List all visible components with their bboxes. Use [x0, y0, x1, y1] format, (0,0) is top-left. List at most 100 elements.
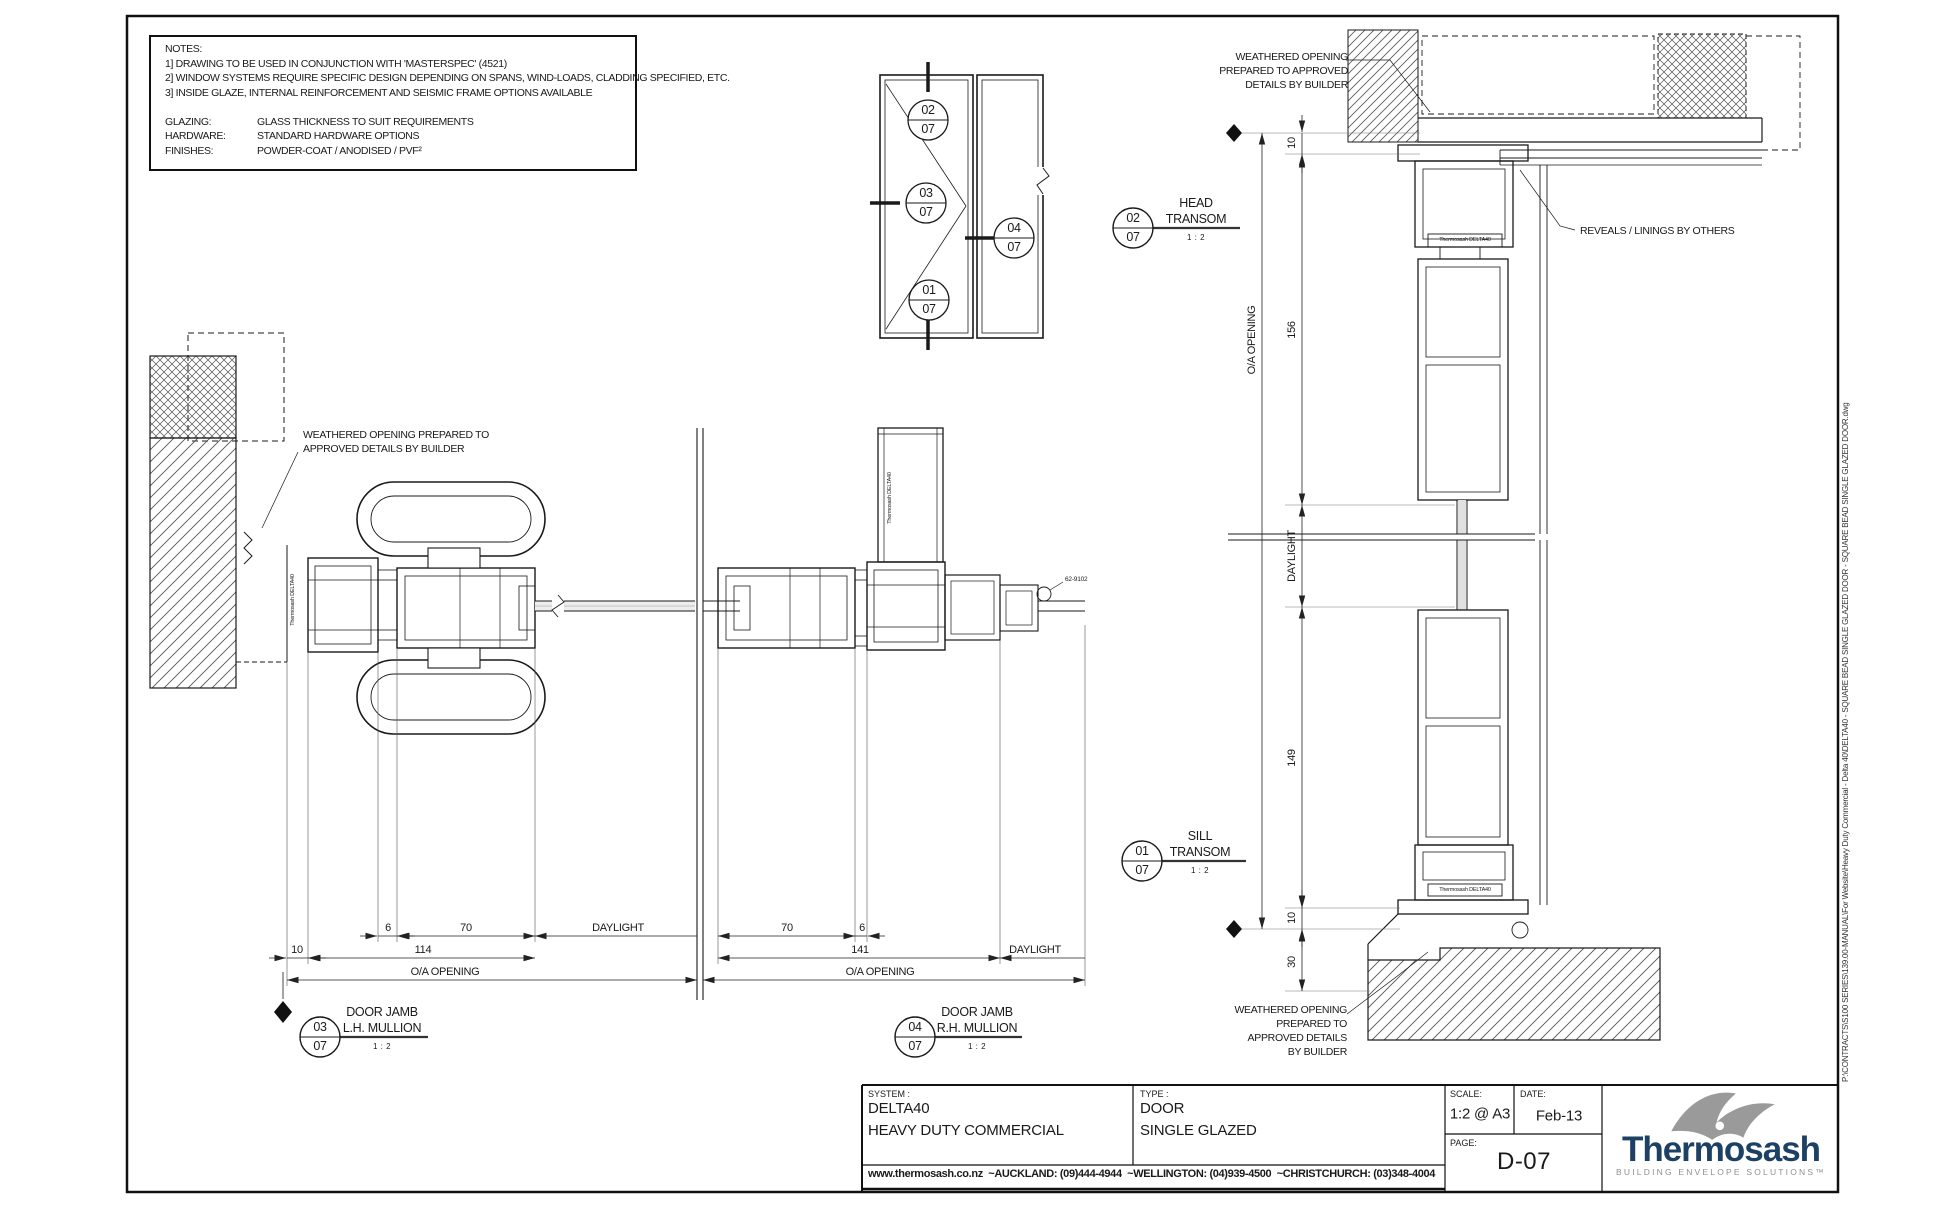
scale-label: SCALE: — [1450, 1089, 1483, 1099]
section-head — [1346, 29, 1801, 260]
plan-detail-rh — [703, 427, 1085, 651]
sheet-border — [125, 14, 1840, 1194]
weathered-opening-note-sill: WEATHERED OPENING PREPARED TO APPROVED D… — [1205, 1003, 1347, 1059]
date-label: DATE: — [1520, 1089, 1546, 1099]
plan-dimensions — [286, 625, 1086, 986]
thermosash-wordmark: Thermosash — [1621, 1130, 1821, 1169]
jamb-rh-title-line2: R.H. MULLION — [936, 1021, 1018, 1035]
glazing-value: GLASS THICKNESS TO SUIT REQUIREMENTS — [257, 115, 474, 128]
head-transom-title: HEAD TRANSOM — [1136, 195, 1256, 227]
notes-block: NOTES: 1] DRAWING TO BE USED IN CONJUNCT… — [165, 42, 730, 158]
type-label: TYPE : — [1140, 1089, 1169, 1099]
file-path-sidenote: P:\CONTRACTS\S100 SERIES\139.00-MANUAL\F… — [1841, 402, 1850, 1082]
weathered-opening-note-plan: WEATHERED OPENING PREPARED TO APPROVED D… — [303, 428, 489, 456]
plan-detail-lh — [149, 332, 704, 1000]
head-callout-sheet: 07 — [1126, 230, 1140, 244]
thermosash-tagline: BUILDING ENVELOPE SOLUTIONS™ — [1616, 1167, 1826, 1177]
weathered-head-line1: WEATHERED OPENING — [1235, 51, 1348, 63]
dim-sec-10-bot: 10 — [1286, 912, 1298, 924]
keyplan-callout-02-sheet: 07 — [921, 122, 935, 136]
keyplan-callout-01-sheet: 07 — [922, 302, 936, 316]
notes-finishes-row: FINISHES: POWDER-COAT / ANODISED / PVF² — [165, 144, 730, 159]
weathered-head-line3: DETAILS BY BUILDER — [1245, 79, 1348, 91]
brand-stamp-sill: Thermosash DELTA40 — [1439, 887, 1491, 893]
jamb-lh-scale: 1 : 2 — [372, 1042, 392, 1051]
dim-sec-daylight: DAYLIGHT — [1286, 530, 1298, 582]
keyplan-callout-03-num: 03 — [919, 186, 933, 200]
jamb-rh-title-line1: DOOR JAMB — [941, 1005, 1013, 1019]
weathered-sill-line1: WEATHERED OPENING — [1234, 1004, 1347, 1016]
weathered-head-line2: PREPARED TO APPROVED — [1219, 65, 1348, 77]
key-plan — [870, 62, 1050, 350]
dim-lh-6: 6 — [385, 922, 391, 934]
thermosash-bird-icon — [1671, 1092, 1775, 1140]
part-code-label: 62-9102 — [1065, 576, 1088, 583]
keyplan-callout-04-sheet: 07 — [1007, 240, 1021, 254]
sill-transom-scale: 1 : 2 — [1190, 866, 1210, 875]
weathered-opening-note-head: WEATHERED OPENING PREPARED TO APPROVED D… — [1190, 50, 1348, 92]
system-value-line2: HEAVY DUTY COMMERCIAL — [868, 1122, 1064, 1139]
dim-sec-156: 156 — [1286, 321, 1298, 339]
dim-sec-30: 30 — [1286, 956, 1298, 968]
dim-rh-oa: O/A OPENING — [845, 966, 915, 978]
section-sill — [1346, 913, 1661, 1041]
dim-lh-114: 114 — [414, 944, 432, 956]
notes-heading: NOTES: — [165, 43, 202, 55]
dim-rh-70: 70 — [781, 922, 793, 934]
keyplan-callout-04-num: 04 — [1007, 221, 1021, 235]
reveals-linings-note: REVEALS / LININGS BY OTHERS — [1580, 225, 1735, 237]
glazing-label: GLAZING: — [165, 115, 212, 128]
head-transom-scale: 1 : 2 — [1186, 233, 1206, 242]
jamb-lh-callout-num: 03 — [313, 1020, 327, 1034]
jamb-rh-scale: 1 : 2 — [967, 1042, 987, 1051]
dim-lh-70: 70 — [460, 922, 472, 934]
dim-lh-oa: O/A OPENING — [410, 966, 480, 978]
finishes-label: FINISHES: — [165, 144, 214, 157]
jamb-rh-callout-num: 04 — [908, 1020, 922, 1034]
dim-lh-10: 10 — [291, 944, 303, 956]
dim-rh-6: 6 — [859, 922, 865, 934]
sill-title-line1: SILL — [1187, 829, 1213, 843]
sill-transom-title: SILL TRANSOM — [1140, 828, 1260, 860]
dim-rh-141: 141 — [851, 944, 869, 956]
dim-sec-oa: O/A OPENING — [1246, 305, 1258, 375]
brand-stamp-head: Thermosash DELTA40 — [1439, 237, 1491, 243]
jamb-lh-title-line1: DOOR JAMB — [346, 1005, 418, 1019]
scale-value: 1:2 @ A3 — [1449, 1105, 1511, 1123]
system-value-line1: DELTA40 — [868, 1100, 930, 1117]
notes-hardware-row: HARDWARE: STANDARD HARDWARE OPTIONS — [165, 129, 730, 144]
sill-title-line2: TRANSOM — [1169, 845, 1231, 859]
system-label: SYSTEM : — [868, 1089, 911, 1099]
hardware-label: HARDWARE: — [165, 130, 226, 142]
notes-line-1: 1] DRAWING TO BE USED IN CONJUNCTION WIT… — [165, 57, 507, 70]
weathered-sill-line4: BY BUILDER — [1287, 1046, 1348, 1058]
weathered-sill-line3: APPROVED DETAILS — [1247, 1032, 1348, 1044]
brand-stamp-jamb-rh: Thermosash DELTA40 — [887, 472, 893, 524]
head-callout-num: 02 — [1126, 211, 1140, 225]
page-label: PAGE: — [1450, 1138, 1477, 1148]
notes-line-2: 2] WINDOW SYSTEMS REQUIRE SPECIFIC DESIG… — [165, 72, 730, 84]
jamb-lh-callout-sheet: 07 — [313, 1039, 327, 1053]
finishes-value: POWDER-COAT / ANODISED / PVF² — [257, 144, 422, 157]
dim-lh-daylight: DAYLIGHT — [592, 922, 644, 934]
keyplan-callout-01-num: 01 — [922, 283, 936, 297]
type-value-line2: SINGLE GLAZED — [1140, 1122, 1257, 1139]
section-body — [1228, 165, 1548, 915]
dim-sec-149: 149 — [1286, 749, 1298, 767]
date-value: Feb-13 — [1535, 1107, 1583, 1125]
detail-callouts — [274, 207, 1246, 1058]
jamb-rh-title: DOOR JAMB R.H. MULLION — [902, 1004, 1052, 1036]
keyplan-callout-03-sheet: 07 — [919, 205, 933, 219]
hardware-value: STANDARD HARDWARE OPTIONS — [257, 130, 420, 142]
notes-line-3: 3] INSIDE GLAZE, INTERNAL REINFORCEMENT … — [165, 86, 593, 99]
weathered-plan-line2: APPROVED DETAILS BY BUILDER — [303, 443, 465, 455]
head-title-line1: HEAD — [1179, 196, 1213, 210]
page-value: D-07 — [1496, 1148, 1552, 1175]
sill-callout-sheet: 07 — [1135, 863, 1149, 877]
head-title-line2: TRANSOM — [1165, 212, 1227, 226]
contact-footer: www.thermosash.co.nz ~AUCKLAND: (09)444-… — [868, 1168, 1436, 1180]
jamb-lh-title-line2: L.H. MULLION — [342, 1021, 422, 1035]
weathered-plan-line1: WEATHERED OPENING PREPARED TO — [303, 429, 489, 441]
keyplan-callout-02-num: 02 — [921, 103, 935, 117]
